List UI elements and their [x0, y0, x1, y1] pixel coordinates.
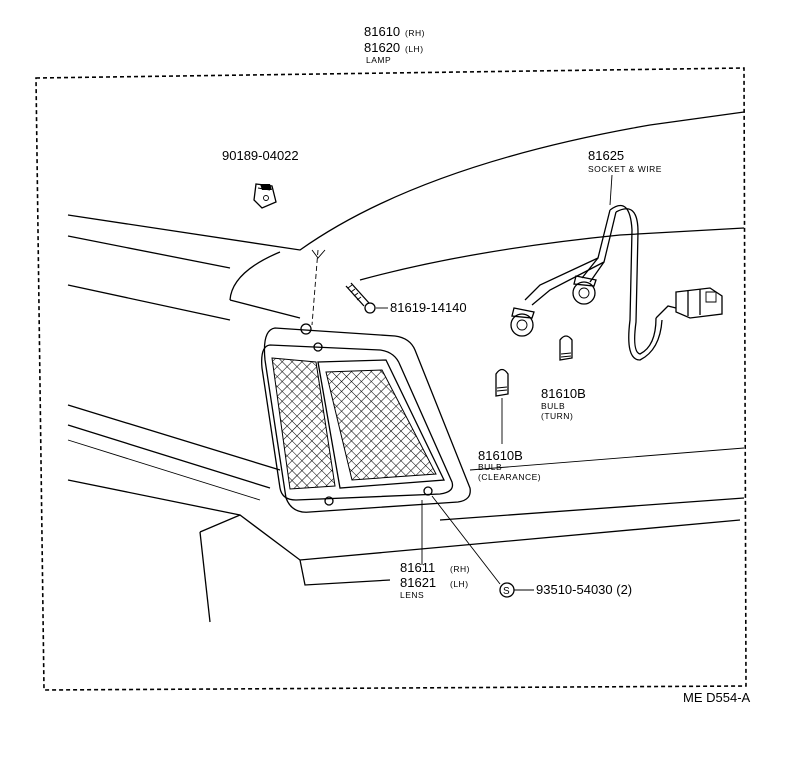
- lamp-rh-number: 81610: [364, 24, 400, 39]
- lens-screw-callout: S 93510-54030 (2): [431, 495, 632, 598]
- clip: 90189-04022: [222, 148, 299, 209]
- bulb-clearance-label1: BULB: [478, 462, 502, 472]
- screw-number: 81619-14140: [390, 300, 467, 315]
- lamp-rh-suffix: (RH): [405, 28, 425, 38]
- lens-rh-number: 81611: [400, 560, 435, 575]
- socket-number: 81625: [588, 148, 624, 163]
- s-symbol: S: [503, 586, 510, 597]
- screw: 81619-14140: [345, 282, 467, 315]
- clip-number: 90189-04022: [222, 148, 299, 163]
- bulb-turn-label1: BULB: [541, 401, 565, 411]
- bulb-turn-label2: (TURN): [541, 411, 573, 421]
- bulb-clearance: 81610B BULB (CLEARANCE): [478, 368, 541, 482]
- lens-lh-number: 81621: [400, 575, 436, 590]
- lens-screw-number: 93510-54030 (2): [536, 582, 632, 597]
- lamp-lh-suffix: (LH): [405, 44, 424, 54]
- bulb-turn: 81610B BULB (TURN): [541, 335, 586, 421]
- socket-wire: 81625 SOCKET & WIRE: [510, 148, 723, 361]
- bulb-turn-number: 81610B: [541, 386, 586, 401]
- lamp-label: LAMP: [366, 55, 391, 65]
- bulb-clearance-number: 81610B: [478, 448, 523, 463]
- lens-label: LENS: [400, 590, 424, 600]
- bulb-clearance-label2: (CLEARANCE): [478, 472, 541, 482]
- socket-label: SOCKET & WIRE: [588, 164, 662, 174]
- lamp-callout: 81610 (RH) 81620 (LH) LAMP: [364, 24, 425, 65]
- lamp-housing: [261, 323, 471, 513]
- lamp-lh-number: 81620: [364, 40, 400, 55]
- lens-lh-suffix: (LH): [450, 579, 469, 589]
- assembly-boundary: [35, 67, 747, 691]
- lens-callout: 81611 (RH) 81621 (LH) LENS: [400, 500, 470, 600]
- car-body: [67, 111, 745, 623]
- drawing-code: ME D554-A: [683, 690, 751, 705]
- lens-rh-suffix: (RH): [450, 564, 470, 574]
